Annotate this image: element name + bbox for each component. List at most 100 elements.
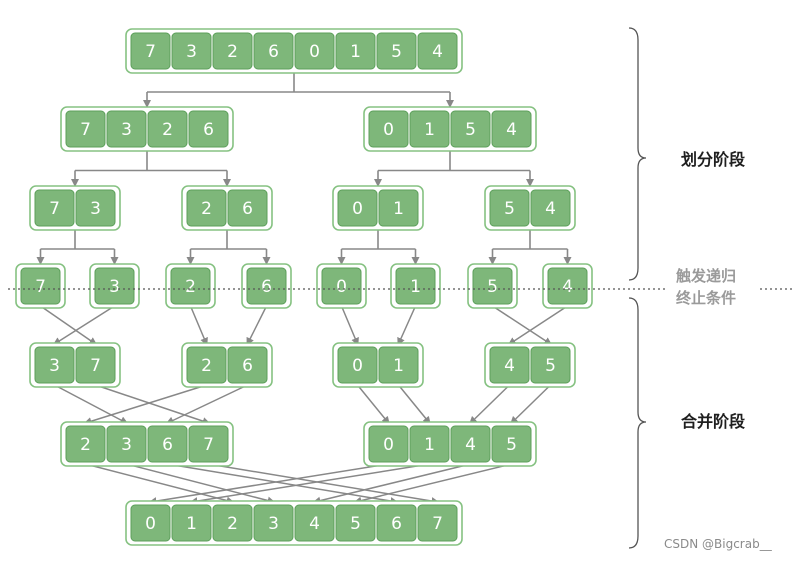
recursion-end-label: 触发递归 终止条件 (676, 265, 736, 309)
recursion-end-label-line1: 触发递归 (676, 267, 737, 285)
array-cell (34, 189, 75, 227)
array-cell-value: 7 (432, 514, 443, 534)
array-cell (489, 346, 530, 384)
group-level-3-1: 3 (89, 263, 140, 309)
array-cell (335, 504, 376, 542)
group-level-3-3: 6 (241, 263, 292, 309)
array-cell-value: 6 (261, 277, 272, 297)
merge-arrow (397, 384, 431, 425)
array-cell-value: 4 (506, 120, 517, 140)
array-cell-value: 5 (391, 42, 402, 62)
array-cell (321, 267, 362, 305)
array-cell-value: 6 (242, 199, 253, 219)
array-cell-value: 3 (121, 120, 132, 140)
array-cell (335, 32, 376, 70)
merge-arrow (469, 384, 511, 425)
array-cell-value: 7 (80, 120, 91, 140)
merge-arrow (189, 463, 430, 506)
array-cell (75, 346, 116, 384)
array-cell-value: 0 (352, 199, 363, 219)
recursion-end-label-line2: 终止条件 (676, 289, 737, 307)
array-cell (20, 267, 61, 305)
array-cell-value: 0 (145, 514, 156, 534)
merge-arrow (54, 384, 129, 424)
array-cell (491, 425, 532, 463)
array-cell (378, 346, 419, 384)
array-cell (147, 425, 188, 463)
array-cell (294, 32, 335, 70)
merge-phase-label: 合并阶段 (681, 412, 746, 431)
divide-phase-brace (628, 27, 647, 281)
array-cell (450, 425, 491, 463)
array-cell-value: 2 (227, 514, 238, 534)
array-cell-value: 0 (383, 435, 394, 455)
group-level-3-5: 1 (390, 263, 441, 309)
array-cell-value: 0 (309, 42, 320, 62)
merge-arrow (507, 305, 568, 346)
array-cell (472, 267, 513, 305)
connector-layer (36, 73, 572, 506)
array-cell (378, 189, 419, 227)
array-cell (530, 346, 571, 384)
array-cell-value: 6 (268, 42, 279, 62)
array-cell (337, 189, 378, 227)
array-cell (395, 267, 436, 305)
array-cell (171, 32, 212, 70)
array-cell (450, 110, 491, 148)
array-cell-value: 5 (465, 120, 476, 140)
split-connector (36, 230, 119, 265)
merge-arrow (397, 305, 417, 346)
merge-arrow (492, 305, 553, 346)
array-cell (186, 189, 227, 227)
split-connector (143, 73, 454, 108)
array-cell-value: 1 (424, 435, 435, 455)
merge-arrow (148, 463, 389, 506)
array-cell-value: 5 (506, 435, 517, 455)
merge-arrow (356, 384, 390, 425)
merge-arrow (52, 305, 115, 346)
array-cell (106, 425, 147, 463)
merge-arrow (353, 463, 512, 505)
array-cell-value: 3 (121, 435, 132, 455)
merge-arrow (246, 305, 268, 346)
merge-arrow (40, 305, 98, 346)
array-cell-value: 5 (545, 356, 556, 376)
merge-arrow (510, 384, 552, 425)
array-cell (227, 189, 268, 227)
array-cell-value: 7 (90, 356, 101, 376)
array-cell-value: 3 (109, 277, 120, 297)
array-cell (188, 110, 229, 148)
merge-arrow (189, 305, 208, 346)
array-cell-value: 4 (504, 356, 515, 376)
array-cell (65, 425, 106, 463)
array-cell-value: 6 (203, 120, 214, 140)
array-cell-value: 5 (350, 514, 361, 534)
split-connector (488, 230, 572, 265)
array-cell (227, 346, 268, 384)
array-cell-value: 7 (35, 277, 46, 297)
array-cell (294, 504, 335, 542)
array-cell-value: 0 (383, 120, 394, 140)
merge-arrow (126, 463, 276, 505)
array-cell-value: 7 (49, 199, 60, 219)
split-connector (374, 151, 534, 187)
array-cell (491, 110, 532, 148)
array-cell (417, 32, 458, 70)
array-cell-value: 4 (465, 435, 476, 455)
array-cell-value: 1 (393, 199, 404, 219)
array-cell-value: 1 (393, 356, 404, 376)
array-cell (130, 32, 171, 70)
array-cell (171, 504, 212, 542)
divide-phase-label: 划分阶段 (681, 150, 746, 169)
split-connector (186, 230, 271, 265)
array-cell (246, 267, 287, 305)
